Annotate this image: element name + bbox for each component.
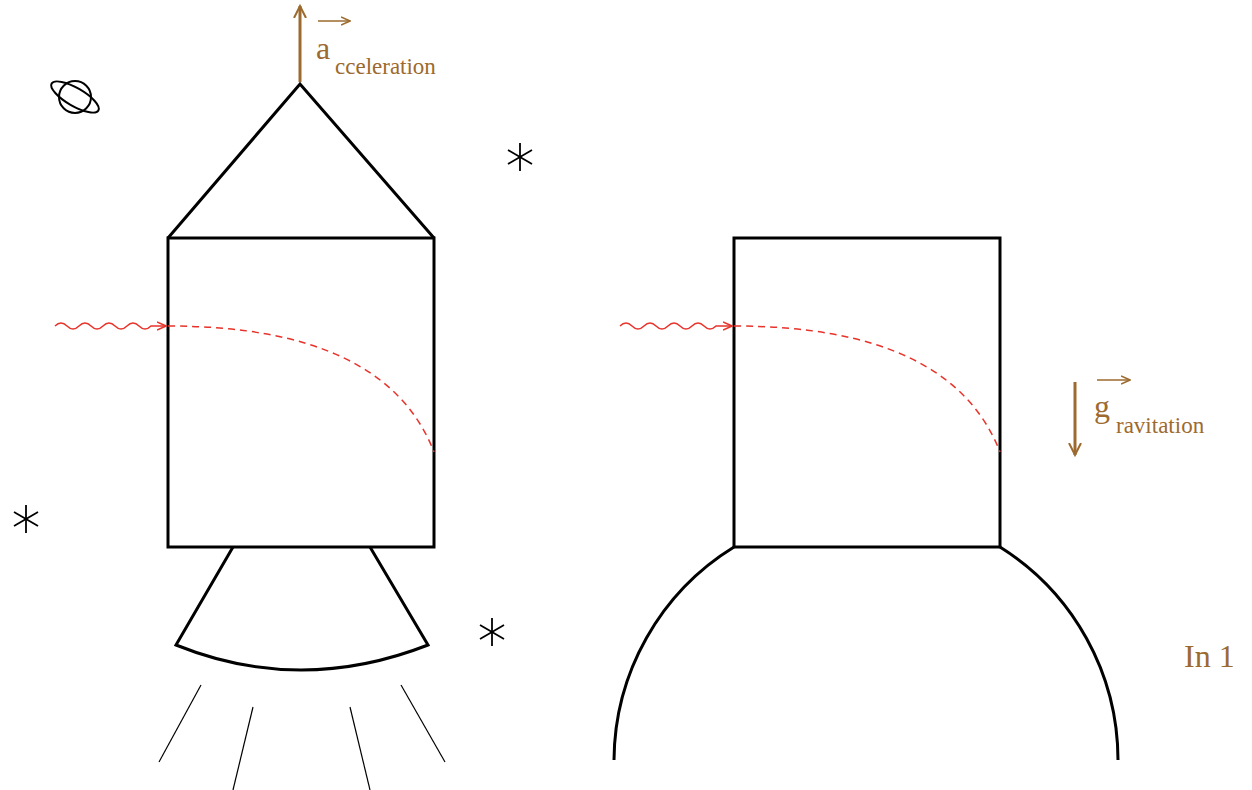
vector-symbol: a xyxy=(316,32,330,64)
light-wave xyxy=(620,323,732,329)
gravity-arrow xyxy=(1074,382,1077,455)
light-path xyxy=(734,326,1000,452)
exhaust-lines xyxy=(159,685,445,790)
vector-symbol: g xyxy=(1094,390,1110,422)
acceleration-arrow xyxy=(299,6,302,82)
light-path xyxy=(168,326,434,452)
stars xyxy=(14,143,532,646)
note-text: In 1 xyxy=(1184,640,1235,672)
vector-arrow xyxy=(318,20,350,22)
vector-subscript: cceleration xyxy=(335,55,436,78)
vector-arrow xyxy=(1097,379,1130,381)
light-wave xyxy=(55,323,166,329)
vector-subscript: ravitation xyxy=(1116,414,1204,437)
planet-icon xyxy=(47,76,103,119)
rocket xyxy=(168,84,434,670)
lab-box xyxy=(614,238,1118,760)
